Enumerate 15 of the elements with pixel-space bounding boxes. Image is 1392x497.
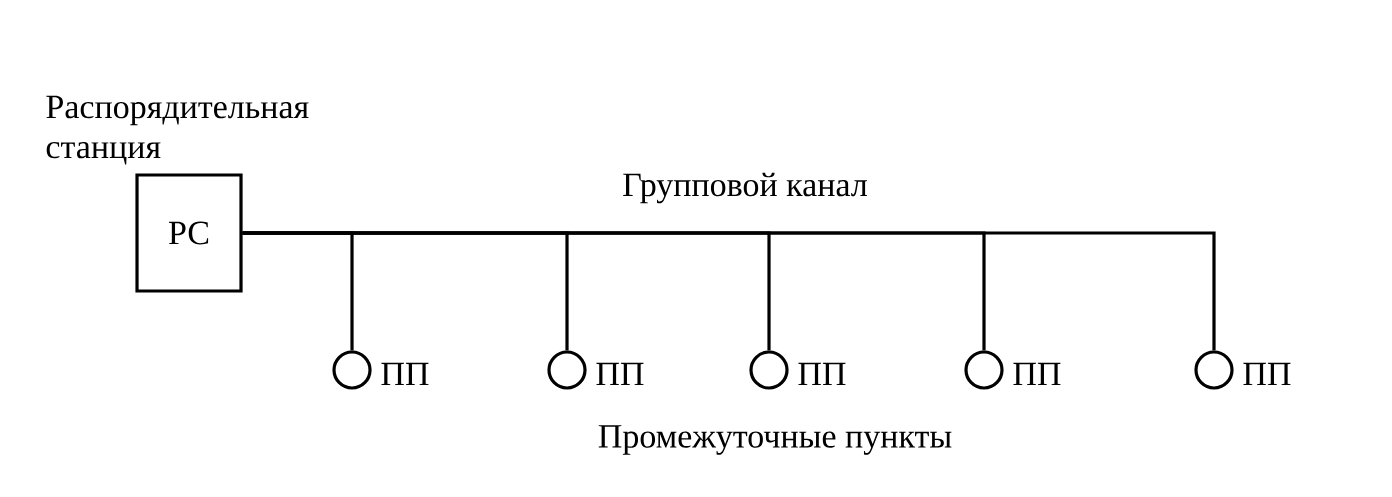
channel-line — [242, 231, 1216, 351]
point-label: ПП — [596, 362, 644, 386]
caption-text: Промежуточные пункты — [598, 425, 952, 455]
station-box: РС — [135, 173, 243, 293]
point-label: ПП — [1243, 362, 1291, 386]
point-circle — [1194, 350, 1234, 390]
channel-label: Групповой канал — [623, 172, 867, 204]
point-label: ПП — [1013, 362, 1061, 386]
point-label: ПП — [798, 362, 846, 386]
point-label: ПП — [381, 362, 429, 386]
point-circle — [749, 350, 789, 390]
point-circle — [332, 350, 372, 390]
point-circle — [547, 350, 587, 390]
station-label: Распорядительная станция — [46, 95, 309, 165]
point-circle — [964, 350, 1004, 390]
